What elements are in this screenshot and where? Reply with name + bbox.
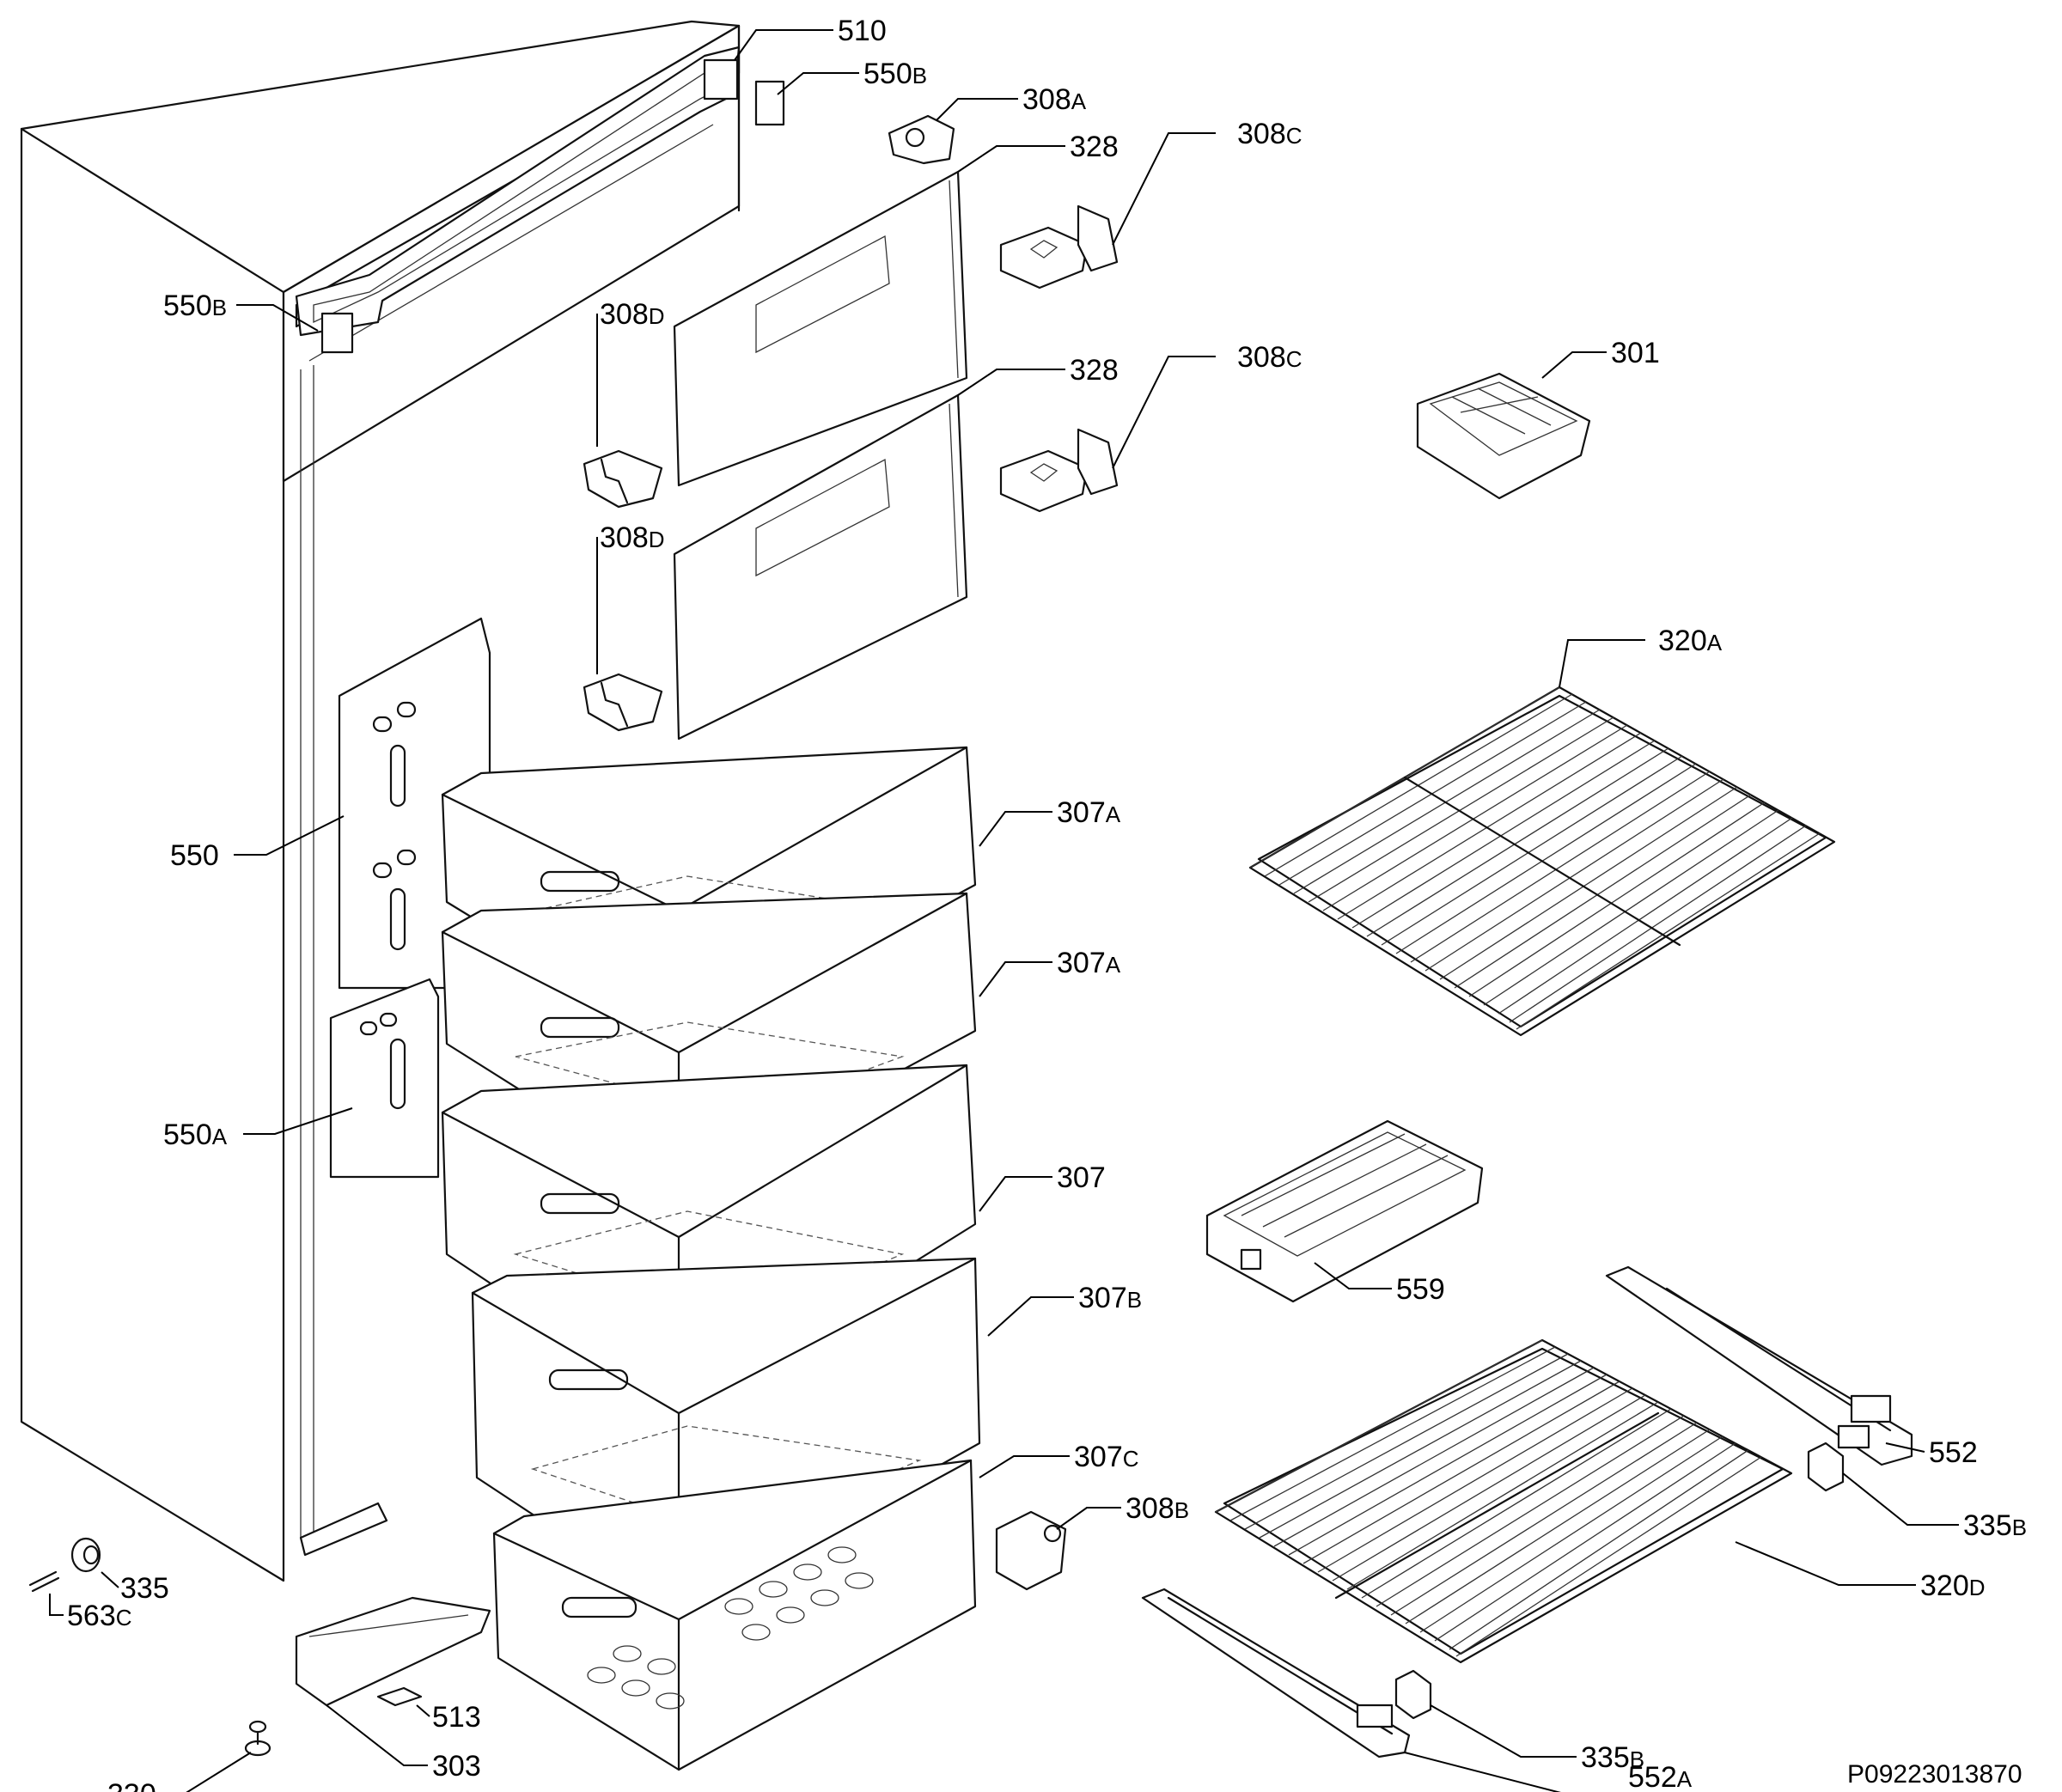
callout-c307a-top: 307A <box>1057 796 1121 829</box>
pin-563c <box>28 1570 60 1593</box>
callout-c307c: 307C <box>1074 1441 1139 1473</box>
callout-c308c-top: 308C <box>1237 118 1302 150</box>
hinge-plate-550b-top <box>754 80 785 126</box>
callout-c335b-bottom: 335B <box>1581 1741 1644 1774</box>
leader-lines <box>49 29 1959 1792</box>
callout-c552: 552 <box>1929 1436 1978 1469</box>
callout-c303: 303 <box>432 1750 481 1783</box>
cold-accumulator-559 <box>1205 1119 1484 1303</box>
screw-330 <box>244 1720 271 1757</box>
callout-c550b-left: 550B <box>163 290 227 322</box>
callout-c550: 550 <box>170 839 219 872</box>
callout-c308d-mid: 308D <box>600 521 665 554</box>
wire-shelf-320d <box>1214 1338 1793 1664</box>
drawing-reference-code: P09223013870 <box>1847 1760 2022 1789</box>
flap-328-mid <box>673 393 968 741</box>
callout-c307: 307 <box>1057 1161 1106 1194</box>
clip-513 <box>376 1686 423 1707</box>
drawer-307c <box>492 1459 977 1771</box>
callout-c552a: 552A <box>1628 1761 1693 1792</box>
flap-hinge-308d-top <box>583 449 663 509</box>
side-panel-550a <box>329 978 440 1179</box>
shelf-runner-552 <box>1605 1265 1913 1466</box>
flap-hinge-308c-top <box>999 204 1119 290</box>
hinge-plate-550b-left <box>320 312 354 354</box>
callout-c320a: 320A <box>1658 625 1723 657</box>
callout-c308b: 308B <box>1126 1492 1189 1525</box>
callout-c320d: 320D <box>1920 1570 1986 1602</box>
shelf-stop-335b-bottom <box>1394 1669 1432 1720</box>
callout-c328-top: 328 <box>1070 131 1119 163</box>
callout-c330: 330 <box>107 1778 156 1792</box>
wire-shelf-320a <box>1248 686 1836 1037</box>
flap-328-top <box>673 170 968 487</box>
callout-c563c: 563C <box>67 1600 132 1632</box>
flap-hinge-308c-mid <box>999 428 1119 513</box>
callout-c307a-mid: 307A <box>1057 947 1121 979</box>
callout-c301: 301 <box>1611 337 1660 369</box>
callout-c550b-top: 550B <box>863 58 927 90</box>
callout-c510: 510 <box>838 15 887 47</box>
flap-hinge-308a <box>888 114 955 165</box>
callout-c308c-mid: 308C <box>1237 341 1302 374</box>
callout-c335b-right: 335B <box>1963 1509 2027 1542</box>
callout-c559: 559 <box>1396 1273 1445 1306</box>
callout-c335: 335 <box>120 1572 169 1605</box>
shelf-stop-335b-right <box>1807 1442 1845 1492</box>
callout-c328-mid: 328 <box>1070 354 1119 387</box>
drawer-hinge-308b <box>995 1510 1067 1591</box>
shelf-runner-552a <box>1141 1588 1411 1758</box>
callout-c308a: 308A <box>1022 83 1087 116</box>
callout-c513: 513 <box>432 1701 481 1734</box>
callout-c308d-top: 308D <box>600 298 665 331</box>
ice-tray-301 <box>1416 372 1591 500</box>
foot-335 <box>70 1537 101 1573</box>
bottom-cover-303 <box>295 1596 491 1707</box>
callout-c550a: 550A <box>163 1118 228 1151</box>
callout-labels: 510 550B 308A 328 308C 550B 308D 328 308… <box>67 15 2027 1792</box>
flap-hinge-308d-mid <box>583 673 663 732</box>
callout-c307b: 307B <box>1078 1282 1142 1314</box>
